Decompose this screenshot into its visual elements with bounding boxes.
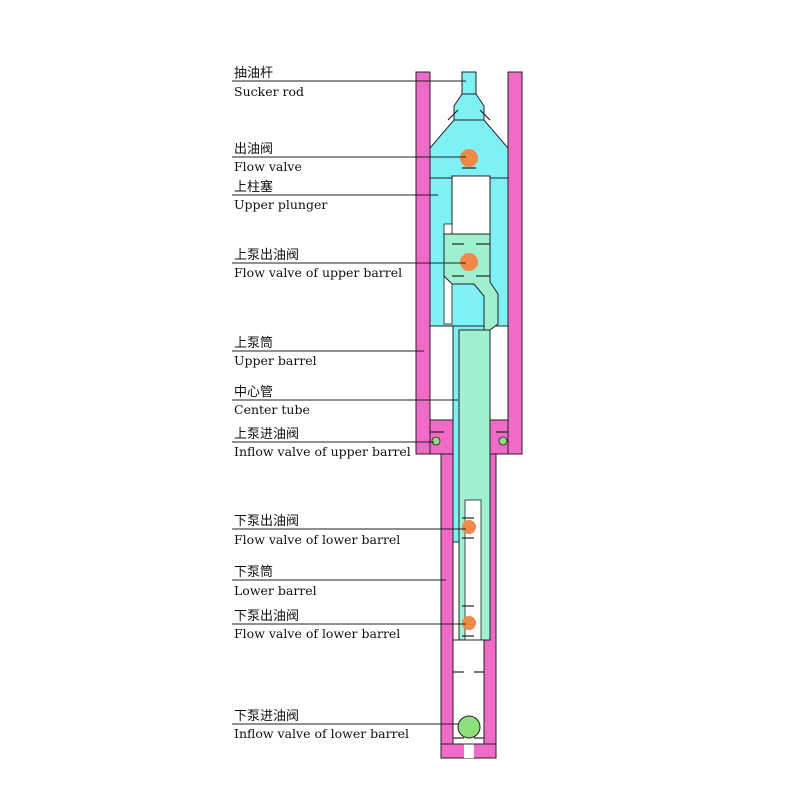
label-lower-barrel-cn: 下泵筒	[234, 564, 273, 580]
bottom-inlet	[464, 744, 474, 758]
label-sucker-rod-en: Sucker rod	[234, 84, 304, 99]
label-lower-barrel-en: Lower barrel	[234, 583, 317, 598]
label-inflow-valve-upper-barrel-en: Inflow valve of upper barrel	[234, 444, 411, 459]
center-tube-body	[443, 233, 499, 641]
label-flow-valve-lower-barrel-1-cn: 下泵出油阀	[234, 514, 299, 529]
flow-valve-upper-barrel-ball	[460, 253, 478, 271]
label-upper-plunger-en: Upper plunger	[234, 197, 327, 212]
label-flow-valve-lower-barrel-2-en: Flow valve of lower barrel	[234, 626, 400, 641]
label-flow-valve-upper-barrel-cn: 上泵出油阀	[234, 248, 299, 263]
valve-balls	[431, 149, 508, 739]
label-inflow-valve-upper-barrel-cn: 上泵进油阀	[234, 427, 299, 442]
inflow-valve-lower-barrel-ball	[457, 715, 481, 739]
label-upper-plunger-cn: 上柱塞	[234, 179, 273, 195]
flow-valve-lower-barrel-ball-2	[462, 616, 476, 630]
label-flow-valve-lower-barrel-1-en: Flow valve of lower barrel	[234, 532, 400, 547]
sucker-rod-shaft	[461, 71, 477, 95]
label-upper-barrel-en: Upper barrel	[234, 353, 317, 368]
leader-lines	[232, 80, 466, 725]
label-inflow-valve-lower-barrel-cn: 下泵进油阀	[234, 709, 299, 724]
lower-barrel-left-wall	[440, 419, 454, 759]
label-flow-valve-upper-barrel-en: Flow valve of upper barrel	[234, 265, 402, 280]
label-flow-valve-lower-barrel-2-cn: 下泵出油阀	[234, 609, 299, 624]
valve-seats	[430, 109, 508, 739]
flow-valve-ball	[460, 149, 478, 167]
label-inflow-valve-lower-barrel-en: Inflow valve of lower barrel	[234, 726, 409, 741]
label-center-tube-en: Center tube	[234, 402, 310, 417]
label-flow-valve-cn: 出油阀	[234, 142, 273, 157]
upper-barrel-right-wall	[507, 71, 523, 455]
barrel-shoulder-left	[429, 419, 454, 455]
labels: 抽油杆 Sucker rod 出油阀 Flow valve 上柱塞 Upper …	[234, 66, 411, 741]
sucker-rod-connector	[453, 93, 485, 121]
label-upper-barrel-cn: 上泵筒	[234, 335, 273, 351]
inflow-valve-upper-barrel-ball-left	[431, 436, 441, 446]
inflow-valve-upper-barrel-ball-right	[498, 436, 508, 446]
barrel-housing	[415, 71, 523, 759]
plunger-chamber	[451, 175, 491, 235]
label-flow-valve-en: Flow valve	[234, 159, 302, 174]
flow-valve-lower-barrel-ball-1	[462, 520, 476, 534]
label-sucker-rod-cn: 抽油杆	[234, 66, 273, 81]
label-center-tube-cn: 中心管	[234, 385, 273, 400]
